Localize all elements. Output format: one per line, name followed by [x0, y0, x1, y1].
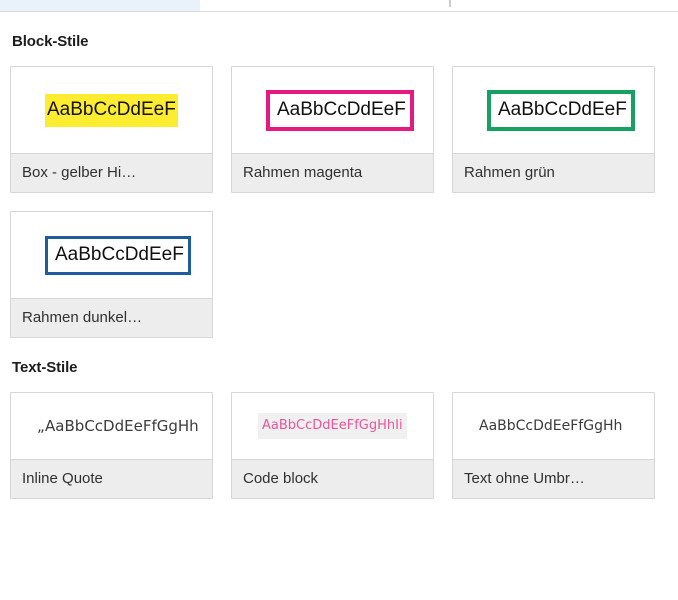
style-card-text-ohne-umbruch[interactable]: AaBbCcDdEeFfGgHh Text ohne Umbr…	[452, 392, 655, 499]
style-card-label: Inline Quote	[11, 459, 212, 498]
style-card-inline-quote[interactable]: „AaBbCcDdEeFfGgHh Inline Quote	[10, 392, 213, 499]
style-preview: AaBbCcDdEeF	[11, 212, 212, 298]
section-title-block-styles: Block-Stile	[12, 33, 89, 50]
style-preview: „AaBbCcDdEeFfGgHh	[11, 393, 212, 459]
text-styles-grid: „AaBbCcDdEeFfGgHh Inline Quote AaBbCcDdE…	[10, 392, 668, 499]
style-preview: AaBbCcDdEeF	[232, 67, 433, 153]
block-styles-grid: AaBbCcDdEeF Box - gelber Hi… AaBbCcDdEeF…	[10, 66, 668, 338]
style-sample-text: AaBbCcDdEeFfGgHhIi	[258, 413, 407, 439]
style-preview: AaBbCcDdEeF	[11, 67, 212, 153]
style-card-label: Rahmen magenta	[232, 153, 433, 192]
style-card-rahmen-dunkelblau[interactable]: AaBbCcDdEeF Rahmen dunkel…	[10, 211, 213, 338]
style-card-box-gelber-hintergrund[interactable]: AaBbCcDdEeF Box - gelber Hi…	[10, 66, 213, 193]
tab-strip	[0, 0, 678, 12]
style-sample-text: AaBbCcDdEeFfGgHh	[479, 418, 623, 434]
style-card-label: Rahmen dunkel…	[11, 298, 212, 337]
style-card-rahmen-gruen[interactable]: AaBbCcDdEeF Rahmen grün	[452, 66, 655, 193]
style-preview: AaBbCcDdEeFfGgHh	[453, 393, 654, 459]
style-gallery: Block-Stile AaBbCcDdEeF Box - gelber Hi……	[0, 33, 678, 499]
style-card-label: Rahmen grün	[453, 153, 654, 192]
tab-separator-icon	[449, 0, 451, 7]
style-sample-text: AaBbCcDdEeF	[45, 235, 191, 275]
style-card-label: Code block	[232, 459, 433, 498]
style-card-rahmen-magenta[interactable]: AaBbCcDdEeF Rahmen magenta	[231, 66, 434, 193]
style-sample-text: AaBbCcDdEeF	[266, 89, 414, 131]
active-tab[interactable]	[0, 0, 200, 11]
section-title-text-styles: Text-Stile	[12, 359, 78, 376]
style-sample-text: AaBbCcDdEeF	[45, 93, 178, 127]
style-preview: AaBbCcDdEeF	[453, 67, 654, 153]
style-card-code-block[interactable]: AaBbCcDdEeFfGgHhIi Code block	[231, 392, 434, 499]
style-preview: AaBbCcDdEeFfGgHhIi	[232, 393, 433, 459]
inactive-tab-area[interactable]	[200, 0, 678, 11]
style-card-label: Text ohne Umbr…	[453, 459, 654, 498]
style-sample-text: „AaBbCcDdEeFfGgHh	[37, 417, 199, 435]
style-sample-text: AaBbCcDdEeF	[487, 89, 635, 131]
style-card-label: Box - gelber Hi…	[11, 153, 212, 192]
